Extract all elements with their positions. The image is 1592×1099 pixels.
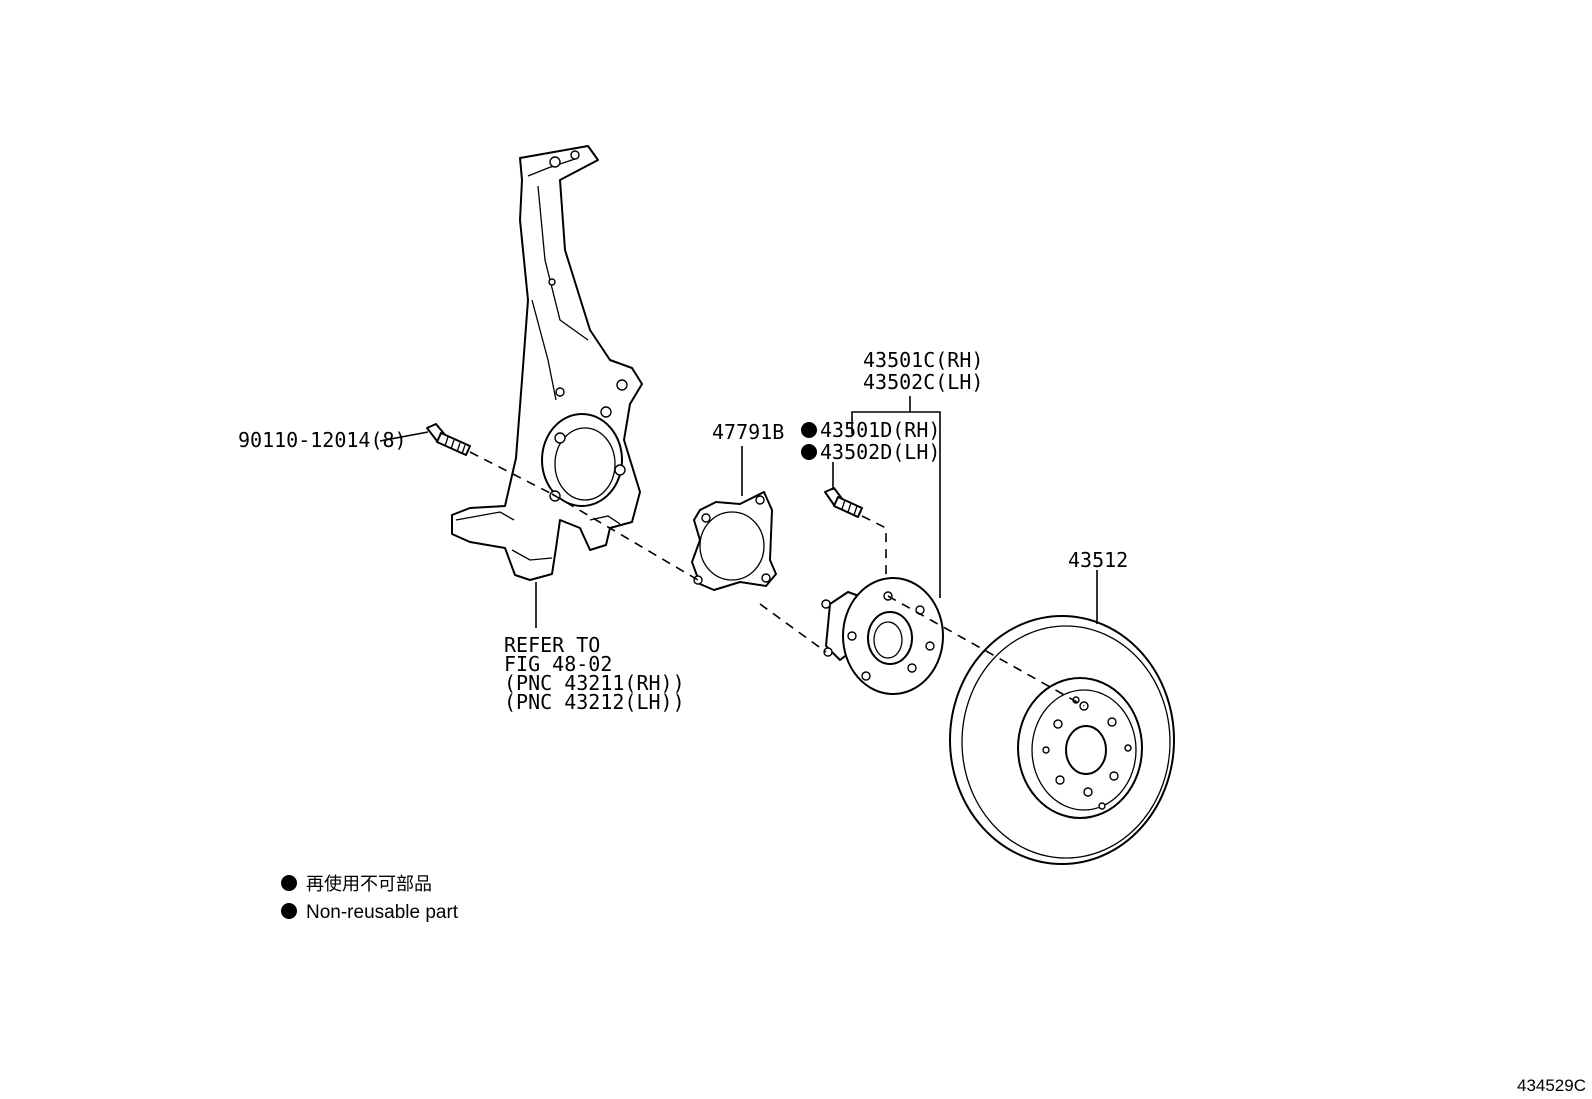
dust-cover[interactable] — [691, 491, 777, 591]
assembly-line-hub-bolt — [861, 515, 887, 580]
brake-disc[interactable] — [949, 615, 1175, 865]
legend-text-jp: 再使用不可部品 — [306, 874, 432, 894]
callout-bolt: 90110-12014(8) — [238, 428, 407, 452]
non-reusable-marker — [801, 444, 817, 460]
legend-marker — [281, 875, 297, 891]
callout-knuckle-line4: (PNC 43212(LH)) — [504, 690, 685, 714]
figure-id: 434529C — [1517, 1076, 1586, 1095]
assembly-line-cover-hub — [759, 603, 827, 653]
leader-bolt — [379, 431, 429, 442]
legend: 再使用不可部品 Non-reusable part — [281, 874, 459, 923]
steering-knuckle[interactable] — [451, 145, 643, 581]
legend-marker — [281, 903, 297, 919]
hub-bearing-assembly[interactable] — [821, 577, 944, 695]
callout-knuckle-line2: FIG 48-02 — [504, 652, 612, 676]
callout-knuckle-line3: (PNC 43211(RH)) — [504, 671, 685, 695]
non-reusable-marker — [801, 422, 817, 438]
legend-text-en: Non-reusable part — [306, 902, 459, 923]
callout-hub-bolt-rh: 43501D(RH) — [820, 418, 940, 442]
callout-hub-bolt-lh: 43502D(LH) — [820, 440, 940, 464]
callout-disc: 43512 — [1068, 548, 1128, 572]
assembly-line-knuckle-cover — [551, 493, 699, 581]
hub-bolt[interactable] — [824, 487, 863, 518]
callout-dust-cover: 47791B — [712, 420, 784, 444]
leader-hub-bearing — [851, 411, 941, 598]
knuckle-bolt[interactable] — [426, 423, 471, 456]
callout-hub-bearing-rh: 43501C(RH) — [863, 348, 983, 372]
callout-hub-bearing-lh: 43502C(LH) — [863, 370, 983, 394]
assembly-line-hub-disc — [887, 595, 1085, 707]
callout-knuckle-line1: REFER TO — [504, 633, 600, 657]
